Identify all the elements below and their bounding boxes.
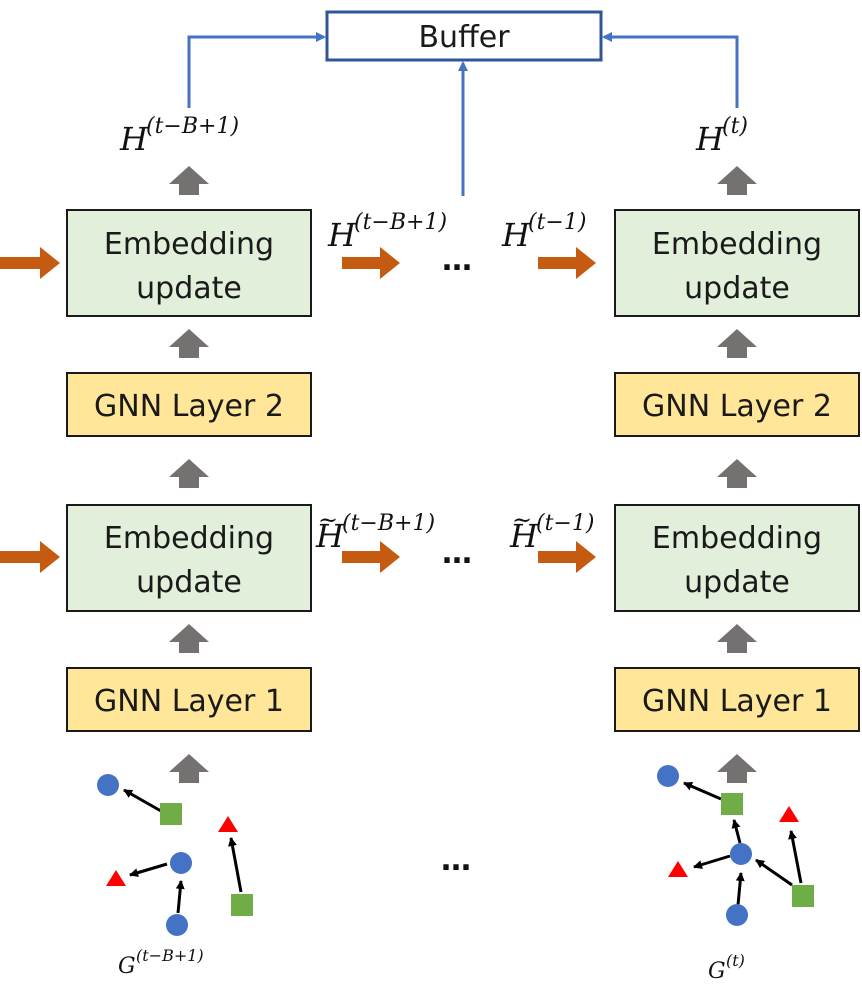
left-embedding-update-upper bbox=[66, 209, 312, 317]
svg-text:~: ~ bbox=[318, 506, 338, 534]
graph-edge bbox=[175, 880, 185, 914]
orange-right-arrow bbox=[0, 247, 60, 279]
orange-arrows bbox=[0, 247, 596, 573]
svg-text:H: H bbox=[695, 120, 725, 158]
graph-node-circle bbox=[97, 774, 119, 796]
graph-node-circle bbox=[730, 843, 752, 865]
left-gnn-layer-1 bbox=[66, 667, 312, 732]
graph-node-triangle bbox=[218, 816, 238, 832]
right-gnn-layer-1-label: GNN Layer 1 bbox=[642, 684, 832, 719]
left-gnn-layer-1-label: GNN Layer 1 bbox=[94, 684, 284, 719]
gray-up-arrow bbox=[717, 166, 757, 195]
left-embedding-lower-line2: update bbox=[136, 565, 242, 600]
left-embedding-upper-line2: update bbox=[136, 271, 242, 306]
graph-node-circle bbox=[657, 765, 679, 787]
graph-node-square bbox=[160, 803, 182, 825]
right-embedding-upper-line2: update bbox=[684, 271, 790, 306]
ellipsis-upper: … bbox=[442, 243, 472, 278]
graph-edge bbox=[735, 872, 745, 906]
gray-up-arrow bbox=[169, 329, 209, 358]
graph-node-triangle bbox=[779, 806, 799, 822]
svg-text:H: H bbox=[509, 517, 539, 555]
svg-text:H: H bbox=[119, 120, 149, 158]
graph-edge bbox=[129, 862, 168, 878]
graph-edge bbox=[788, 830, 803, 884]
left-output-label: H (t−B+1) bbox=[119, 114, 239, 158]
right-embedding-lower-line2: update bbox=[684, 565, 790, 600]
buffer-label: Buffer bbox=[418, 20, 510, 55]
orange-right-arrow bbox=[0, 541, 60, 573]
middle-lower-right-label: H ~ (t−1) bbox=[509, 506, 594, 555]
svg-text:~: ~ bbox=[512, 506, 532, 534]
svg-text:G: G bbox=[118, 954, 136, 979]
buffer-box bbox=[325, 10, 603, 62]
gray-up-arrow bbox=[169, 459, 209, 488]
orange-right-arrow bbox=[538, 247, 596, 279]
svg-text:(t−B+1): (t−B+1) bbox=[146, 114, 239, 139]
orange-right-arrow bbox=[342, 247, 400, 279]
gray-up-arrow bbox=[717, 459, 757, 488]
right-graph bbox=[657, 765, 814, 926]
right-graph-label: G (t) bbox=[708, 951, 745, 984]
right-output-label: H (t) bbox=[695, 114, 748, 158]
svg-text:(t−B+1): (t−B+1) bbox=[342, 511, 435, 536]
right-gnn-layer-2-label: GNN Layer 2 bbox=[642, 389, 832, 424]
right-gnn-layer-2 bbox=[614, 372, 860, 437]
right-embedding-upper-line1: Embedding bbox=[652, 227, 822, 262]
svg-text:H: H bbox=[501, 216, 531, 254]
graph-node-square bbox=[721, 793, 743, 815]
middle-upper-left-label: H (t−B+1) bbox=[327, 210, 447, 254]
svg-text:(t−B+1): (t−B+1) bbox=[136, 946, 204, 965]
svg-text:G: G bbox=[708, 959, 726, 984]
gray-up-arrow bbox=[717, 624, 757, 653]
graph-edge bbox=[123, 788, 162, 813]
left-graph-label: G (t−B+1) bbox=[118, 946, 204, 979]
orange-right-arrow bbox=[538, 541, 596, 573]
middle-upper-right-label: H (t−1) bbox=[501, 210, 586, 254]
svg-text:H: H bbox=[327, 216, 357, 254]
right-embedding-lower-line1: Embedding bbox=[652, 521, 822, 556]
left-gnn-layer-2 bbox=[66, 372, 312, 437]
middle-lower-left-label: H ~ (t−B+1) bbox=[315, 506, 435, 555]
graph-node-circle bbox=[726, 904, 748, 926]
left-embedding-lower-line1: Embedding bbox=[104, 521, 274, 556]
gray-up-arrow bbox=[169, 754, 209, 783]
graph-edge bbox=[755, 858, 793, 887]
svg-text:(t−1): (t−1) bbox=[528, 210, 586, 235]
graph-node-circle bbox=[166, 914, 188, 936]
svg-text:(t−1): (t−1) bbox=[536, 511, 594, 536]
svg-text:H: H bbox=[315, 517, 345, 555]
graph-node-square bbox=[792, 885, 814, 907]
ellipsis-graph: … bbox=[441, 843, 471, 878]
left-to-buffer-arrow bbox=[187, 32, 326, 108]
graph-node-circle bbox=[170, 852, 192, 874]
graph-edge bbox=[693, 854, 731, 869]
svg-text:(t): (t) bbox=[726, 951, 745, 970]
graph-node-triangle bbox=[106, 870, 126, 886]
right-to-buffer-arrow bbox=[602, 32, 739, 108]
gray-arrows bbox=[169, 166, 757, 783]
graph-edge bbox=[731, 819, 742, 844]
gray-up-arrow bbox=[717, 329, 757, 358]
ellipsis-lower: … bbox=[442, 536, 472, 571]
graph-node-square bbox=[231, 894, 253, 916]
graph-edge bbox=[683, 781, 722, 801]
left-embedding-upper-line1: Embedding bbox=[104, 227, 274, 262]
right-embedding-update-upper bbox=[614, 209, 860, 317]
left-graph bbox=[97, 774, 253, 936]
gray-up-arrow bbox=[169, 624, 209, 653]
left-gnn-layer-2-label: GNN Layer 2 bbox=[94, 389, 284, 424]
left-embedding-update-lower bbox=[66, 504, 312, 612]
orange-right-arrow bbox=[342, 541, 400, 573]
right-embedding-update-lower bbox=[614, 504, 860, 612]
gray-up-arrow bbox=[717, 754, 757, 783]
right-gnn-layer-1 bbox=[614, 667, 860, 732]
svg-text:(t): (t) bbox=[722, 114, 748, 139]
svg-text:(t−B+1): (t−B+1) bbox=[354, 210, 447, 235]
graph-edge bbox=[228, 837, 243, 893]
gray-up-arrow bbox=[169, 166, 209, 195]
graph-node-triangle bbox=[668, 861, 688, 877]
